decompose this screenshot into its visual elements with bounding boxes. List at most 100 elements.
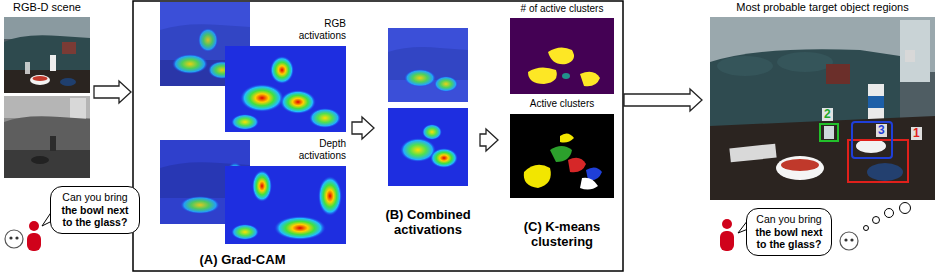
cluster-region (524, 165, 551, 188)
thought-circle (873, 217, 880, 224)
robot-icon (5, 230, 23, 248)
activation-blob (274, 216, 326, 240)
activation-blob (172, 54, 208, 74)
panel-title: (C) K-means clustering (504, 219, 620, 250)
robot-eye (15, 236, 18, 239)
cluster-region (580, 72, 600, 87)
depth-heatmap (225, 166, 346, 244)
activation-blob (240, 84, 284, 112)
panel-title: (A) Grad-CAM (200, 252, 286, 268)
cluster-region (562, 73, 570, 79)
speech-text: the bowl next to the glass? (752, 226, 826, 251)
speech-text: Can you bring (756, 213, 821, 226)
robot-icon (840, 232, 858, 250)
activation-blob (198, 28, 218, 52)
activation-blob (434, 76, 458, 92)
panel-title: (B) Combined activations (380, 207, 476, 238)
rgb-pillow (62, 42, 76, 54)
result-box-label (868, 96, 884, 108)
robot-eye (850, 238, 853, 241)
rgb-photo (4, 17, 90, 93)
method-panel: (C) K-means clustering (504, 2, 620, 250)
activation-blob (252, 170, 272, 202)
combined-heatmap (388, 108, 468, 186)
rgb-bottle (50, 55, 56, 71)
result-box (868, 84, 884, 124)
speech-text: Can you bring (62, 191, 127, 204)
activation-blob (318, 176, 342, 216)
callout-number: 1 (911, 127, 922, 140)
result-table (710, 116, 935, 200)
rgb-table (4, 70, 90, 93)
image-label: # of active clusters (506, 3, 618, 15)
cluster-region (560, 133, 574, 142)
robot-eye (844, 238, 847, 241)
activation-blob (309, 108, 341, 128)
person-icon (720, 231, 734, 251)
result-magazine (729, 144, 776, 163)
activation-blob (180, 196, 220, 214)
thought-circle (900, 203, 911, 214)
result-glass (824, 126, 834, 139)
rgb-glass (25, 62, 30, 74)
activation-blob (422, 124, 442, 140)
activation-blob (430, 148, 458, 168)
result-door (900, 20, 930, 82)
thought-circle (864, 226, 869, 231)
rgb-bowl (30, 75, 50, 85)
activation-blob (231, 224, 259, 240)
method-frame (133, 1, 623, 271)
speech-bubble: Can you bringthe bowl next to the glass? (50, 186, 140, 234)
callout-number: 2 (822, 108, 833, 121)
cluster-region (568, 158, 586, 173)
activation-blob (231, 114, 259, 130)
cluster-count-map (510, 18, 614, 94)
speech-text: the bowl next to the glass? (56, 204, 134, 229)
result-big-bowl-inside (781, 159, 819, 171)
result-blue-bowl (867, 163, 903, 181)
person-icon (29, 221, 39, 231)
activation-blob (404, 69, 436, 87)
image-label: Active clusters (506, 98, 618, 110)
cluster-region (550, 146, 572, 162)
person-icon (27, 233, 41, 251)
result-cushion (717, 56, 773, 76)
result-target-bowl (856, 139, 886, 153)
result-cushion (777, 52, 833, 72)
rgb-couch (4, 35, 90, 70)
speech-bubble: Can you bringthe bowl next to the glass? (746, 208, 832, 256)
block-arrow (480, 129, 498, 151)
rgb-heatmap (225, 46, 346, 132)
depth-couch (4, 116, 90, 150)
activation-blob (280, 90, 316, 114)
block-arrow (94, 81, 131, 103)
activation-blob (270, 56, 294, 84)
depth-bowl (31, 156, 49, 164)
callout-number: 3 (876, 124, 887, 137)
thought-circle (885, 209, 894, 218)
result-mug (905, 50, 915, 62)
image-label: Depth activations (280, 138, 346, 161)
rgb-blue-bowl (60, 78, 76, 86)
method-panel: (B) Combined activations (380, 2, 476, 238)
combined-overlay (388, 28, 468, 102)
active-cluster-map (510, 114, 614, 198)
depth-bottle (50, 136, 56, 151)
cluster-region (548, 47, 574, 64)
depth-table (4, 150, 90, 178)
robot-eye (9, 236, 12, 239)
result-couch (710, 49, 900, 126)
result-photo (710, 17, 935, 200)
method-panel: (A) Grad-CAM (137, 2, 348, 268)
result-panel: Most probable target object regions (708, 1, 937, 201)
panel-title: RGB-D scene (13, 1, 81, 14)
region-box (852, 122, 892, 158)
person-icon (722, 219, 732, 229)
region-box (848, 140, 908, 182)
panel-title: Most probable target object regions (736, 1, 908, 14)
block-arrow (624, 89, 702, 111)
cluster-region (580, 178, 598, 190)
region-box (820, 124, 838, 141)
image-label: RGB activations (280, 18, 346, 41)
